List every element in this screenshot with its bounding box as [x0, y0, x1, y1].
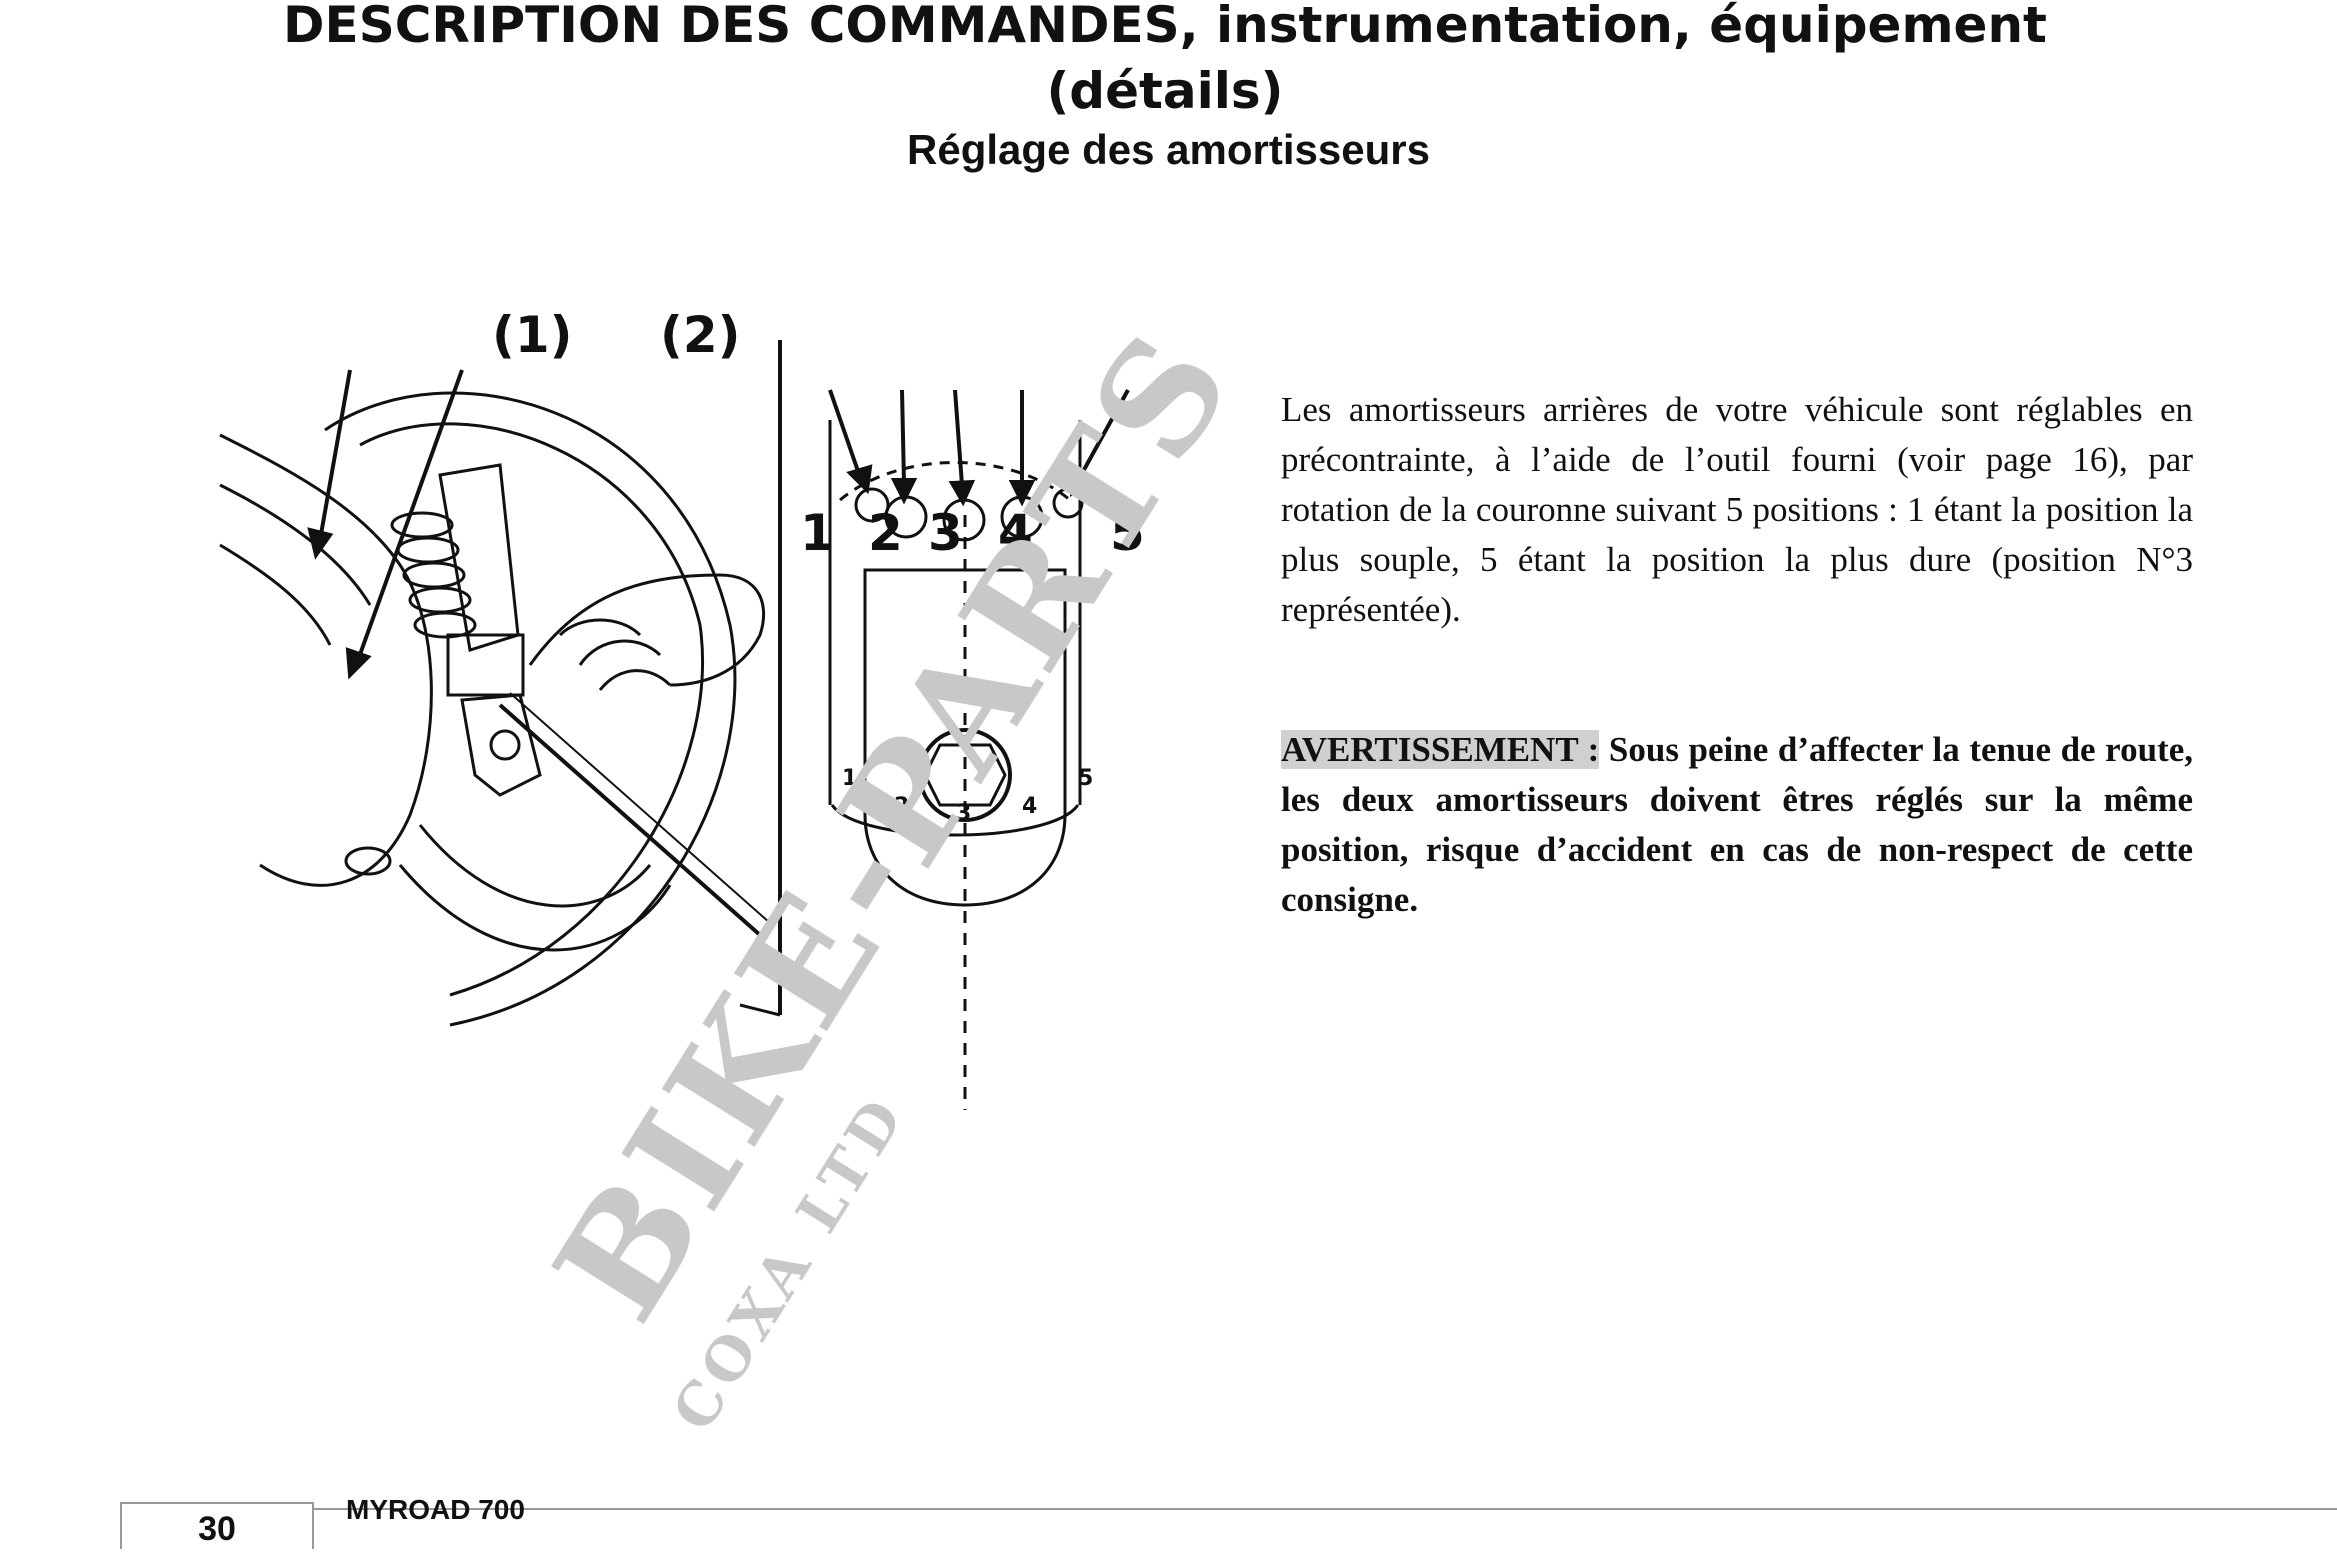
- warning-text: Sous peine d’affecter la tenue de route,…: [1281, 730, 2193, 919]
- description-paragraph: Les amortisseurs arrières de votre véhic…: [1281, 390, 2193, 629]
- warning-paragraph: AVERTISSEMENT : Sous peine d’affecter la…: [1281, 725, 2193, 925]
- warning-label: AVERTISSEMENT :: [1281, 730, 1600, 769]
- section-subtitle: Réglage des amortisseurs: [907, 126, 1430, 173]
- footer-divider: [120, 1508, 2337, 1510]
- ring-mark-3: 3: [956, 801, 971, 826]
- page-number: 30: [120, 1502, 314, 1549]
- ring-mark-1: 1: [842, 766, 857, 791]
- callout-2-label: (2): [660, 306, 741, 364]
- model-name: MYROAD 700: [346, 1494, 525, 1525]
- page-title: DESCRIPTION DES COMMANDES, instrumentati…: [90, 0, 2240, 124]
- position-label-3: 3: [928, 504, 963, 562]
- position-label-1: 1: [800, 504, 835, 562]
- title-line-2: (détails): [1046, 62, 1284, 120]
- watermark-sub-text: COXA LTD: [659, 1083, 919, 1442]
- position-label-5: 5: [1110, 504, 1145, 562]
- ring-mark-5: 5: [1078, 766, 1093, 791]
- title-line-1: DESCRIPTION DES COMMANDES, instrumentati…: [283, 0, 2047, 54]
- shock-adjustment-illustration: (1) (2) 1 2 3 4 5 1 2 3 4 5: [219, 306, 1145, 1110]
- ring-mark-4: 4: [1022, 794, 1037, 819]
- position-label-4: 4: [998, 504, 1033, 562]
- callout-1-label: (1): [492, 306, 573, 364]
- ring-mark-2: 2: [894, 794, 909, 819]
- position-label-2: 2: [868, 504, 903, 562]
